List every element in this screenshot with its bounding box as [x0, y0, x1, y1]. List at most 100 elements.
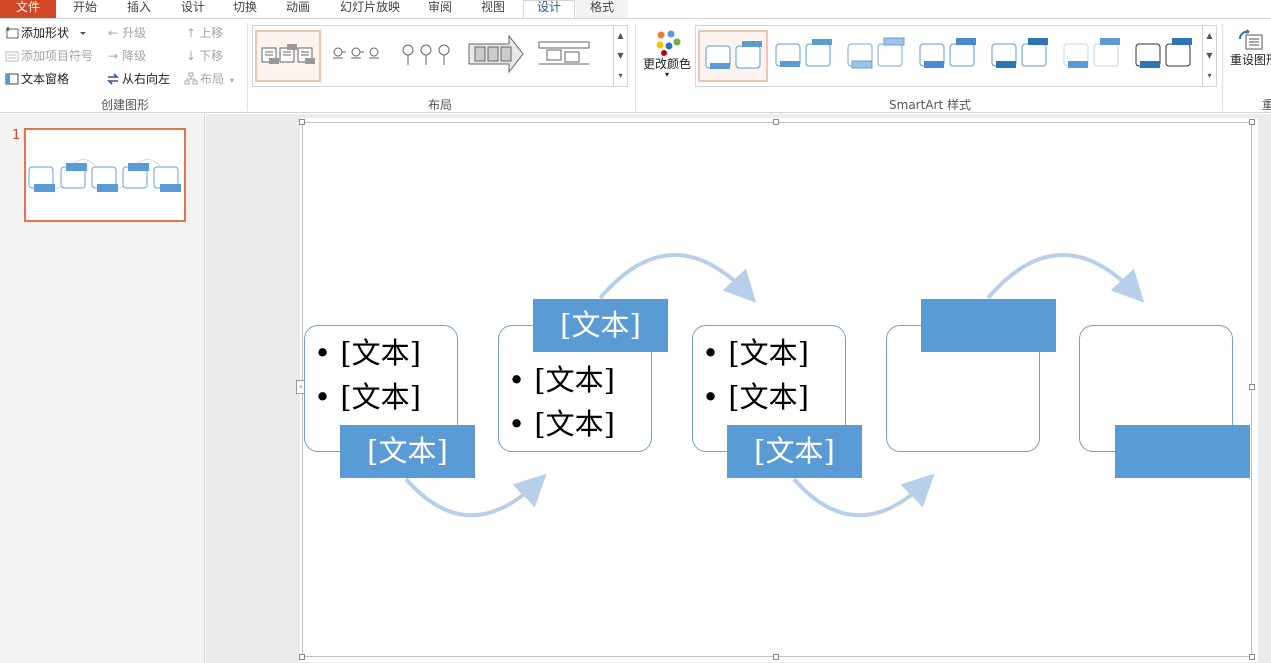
bullet-list[interactable]: [文本] [文本]	[314, 331, 421, 419]
gallery-more[interactable]: ▾	[613, 66, 627, 86]
move-down-button[interactable]: ↓下移	[186, 47, 223, 65]
layout-label: 布局	[200, 72, 225, 86]
tab-insert[interactable]: 插入	[126, 0, 151, 14]
move-up-button[interactable]: ↑上移	[186, 24, 223, 42]
smartart-styles-group-label: SmartArt 样式	[889, 98, 971, 112]
bullet-list[interactable]: [文本] [文本]	[702, 331, 809, 419]
bullet-item[interactable]: [文本]	[702, 375, 809, 419]
connector-arrows	[404, 253, 1145, 518]
demote-label: 降级	[122, 49, 147, 63]
style-thumbnail-icon	[1063, 38, 1120, 68]
tab-format[interactable]: 格式	[576, 0, 628, 18]
tab-animations[interactable]: 动画	[285, 0, 310, 14]
resize-handle[interactable]	[299, 654, 305, 660]
reset-group-label: 重	[1262, 98, 1271, 112]
slide-editing-area: ‹ [文本] [文本] [文本] [文本] [文本] [文本] [文本] [文本…	[206, 114, 1271, 663]
demote-button[interactable]: →降级	[108, 47, 146, 65]
arrow-left-icon: ←	[108, 26, 119, 40]
add-bullet-label: 添加项目符号	[21, 49, 94, 63]
slide-thumbnail-pane: 1	[0, 114, 205, 663]
layout-thumbnail-icon	[333, 47, 379, 59]
style-item[interactable]	[842, 30, 912, 82]
promote-button[interactable]: ←升级	[108, 24, 146, 42]
tab-home[interactable]: 开始	[72, 0, 97, 14]
reset-graphic-label: 重设图形	[1230, 53, 1271, 67]
chevron-down-icon	[79, 32, 86, 35]
gallery-scroll-down[interactable]: ▼	[613, 46, 627, 66]
resize-handle[interactable]	[1249, 384, 1255, 390]
layout-button[interactable]: 布局 ▾	[184, 70, 234, 88]
group-separator	[1222, 23, 1223, 111]
bullet-item[interactable]: [文本]	[702, 331, 809, 375]
slide-thumbnail[interactable]	[24, 128, 186, 222]
resize-handle[interactable]	[773, 654, 779, 660]
node-label[interactable]: [文本]	[727, 425, 862, 478]
layout-thumbnail-icon	[468, 34, 524, 74]
right-to-left-button[interactable]: 从右向左	[106, 70, 170, 88]
move-up-label: 上移	[199, 26, 224, 40]
bullet-item[interactable]: [文本]	[508, 358, 615, 402]
add-bullet-button[interactable]: 添加项目符号	[5, 47, 93, 65]
style-item[interactable]	[1058, 30, 1128, 82]
bullet-item[interactable]: [文本]	[314, 375, 421, 419]
resize-handle[interactable]	[1249, 119, 1255, 125]
layout-item-selected[interactable]	[255, 30, 321, 82]
promote-label: 升级	[122, 26, 147, 40]
node-label-empty[interactable]	[1115, 425, 1250, 478]
text-pane-icon	[5, 73, 19, 85]
layout-item[interactable]	[535, 30, 601, 82]
reset-graphic-button[interactable]: 重设图形	[1226, 25, 1271, 85]
tab-design[interactable]: 设计	[180, 0, 205, 14]
curved-arrow	[986, 253, 1145, 303]
layout-item[interactable]	[395, 30, 461, 82]
text-pane-button[interactable]: 文本窗格	[5, 70, 69, 88]
change-colors-label: 更改颜色	[642, 57, 691, 71]
resize-handle[interactable]	[299, 119, 305, 125]
arrow-down-icon: ↓	[186, 49, 197, 63]
org-layout-icon	[184, 72, 198, 85]
style-item[interactable]	[914, 30, 984, 82]
tab-review[interactable]: 审阅	[427, 0, 452, 14]
style-thumbnail-icon	[1135, 38, 1192, 68]
group-separator	[635, 23, 636, 111]
tab-view[interactable]: 视图	[480, 0, 505, 14]
style-scroll-up[interactable]: ▲	[1202, 26, 1216, 46]
change-colors-button[interactable]: 更改颜色 ▾	[640, 25, 694, 85]
style-scroll-down[interactable]: ▼	[1202, 46, 1216, 66]
palette-icon	[656, 30, 681, 56]
tab-slideshow[interactable]: 幻灯片放映	[339, 0, 400, 14]
ribbon: 添加形状 添加项目符号 文本窗格 ←升级 →降级 从右向左 ↑上移 ↓下移 布局…	[0, 18, 1271, 113]
slide-canvas[interactable]: ‹ [文本] [文本] [文本] [文本] [文本] [文本] [文本] [文本…	[296, 118, 1258, 662]
node-label[interactable]: [文本]	[340, 425, 475, 478]
style-item[interactable]	[986, 30, 1056, 82]
resize-handle[interactable]	[1249, 654, 1255, 660]
curved-arrow	[404, 473, 547, 518]
curved-arrow	[598, 253, 757, 303]
add-bullet-icon	[5, 51, 19, 62]
node-label[interactable]: [文本]	[533, 299, 668, 352]
gallery-scroll-up[interactable]: ▲	[613, 26, 627, 46]
add-shape-button[interactable]: 添加形状	[5, 24, 87, 42]
style-item[interactable]	[1130, 30, 1200, 82]
layout-item[interactable]	[465, 30, 531, 82]
resize-handle[interactable]	[773, 119, 779, 125]
style-item-selected[interactable]	[698, 30, 768, 82]
create-graphic-group-label: 创建图形	[100, 98, 149, 112]
tab-smartart-design[interactable]: 设计	[523, 0, 575, 18]
bullet-list[interactable]: [文本] [文本]	[508, 358, 615, 446]
style-more[interactable]: ▾	[1202, 66, 1216, 86]
arrow-up-icon: ↑	[186, 26, 197, 40]
bullet-item[interactable]: [文本]	[508, 402, 615, 446]
style-thumbnail-icon	[775, 39, 832, 67]
layout-item[interactable]	[325, 30, 391, 82]
node-label-empty[interactable]	[921, 299, 1056, 352]
tab-file[interactable]: 文件	[0, 0, 56, 18]
bullet-item[interactable]: [文本]	[314, 331, 421, 375]
tab-transitions[interactable]: 切换	[232, 0, 257, 14]
layout-gallery: ▲ ▼ ▾	[252, 25, 628, 87]
move-down-label: 下移	[199, 49, 224, 63]
group-separator	[247, 23, 248, 111]
layout-thumbnail-icon	[402, 44, 450, 65]
chevron-down-icon: ▾	[229, 76, 234, 85]
style-item[interactable]	[770, 30, 840, 82]
